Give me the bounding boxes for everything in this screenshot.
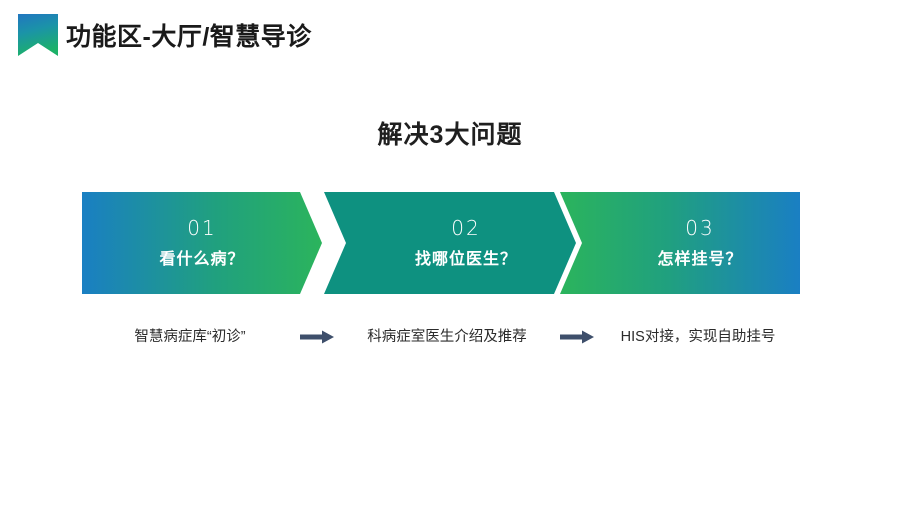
- page-title: 功能区-大厅/智慧导诊: [66, 23, 312, 51]
- bookmark-banner-icon: [18, 14, 58, 56]
- caption-flow-row: 智慧病症库“初诊” 科病症室医生介绍及推荐 HIS对接，实现自助挂号: [82, 322, 800, 352]
- caption-step-2: 科病症室医生介绍及推荐: [367, 329, 527, 345]
- page-header: 功能区-大厅/智慧导诊: [0, 0, 900, 72]
- section-title: 解决3大问题: [377, 121, 523, 149]
- caption-step-3: HIS对接，实现自助挂号: [620, 329, 776, 345]
- right-arrow-icon: [556, 329, 598, 345]
- process-step-1[interactable]: 01 看什么病？: [82, 192, 322, 294]
- process-step-3[interactable]: 03 怎样挂号？: [560, 192, 800, 294]
- right-arrow-icon: [296, 329, 338, 345]
- caption-step-1: 智慧病症库“初诊”: [134, 329, 246, 345]
- process-chevron-band: 01 看什么病？ 02 找哪位医生？: [0, 192, 900, 294]
- process-step-2[interactable]: 02 找哪位医生？: [324, 192, 576, 294]
